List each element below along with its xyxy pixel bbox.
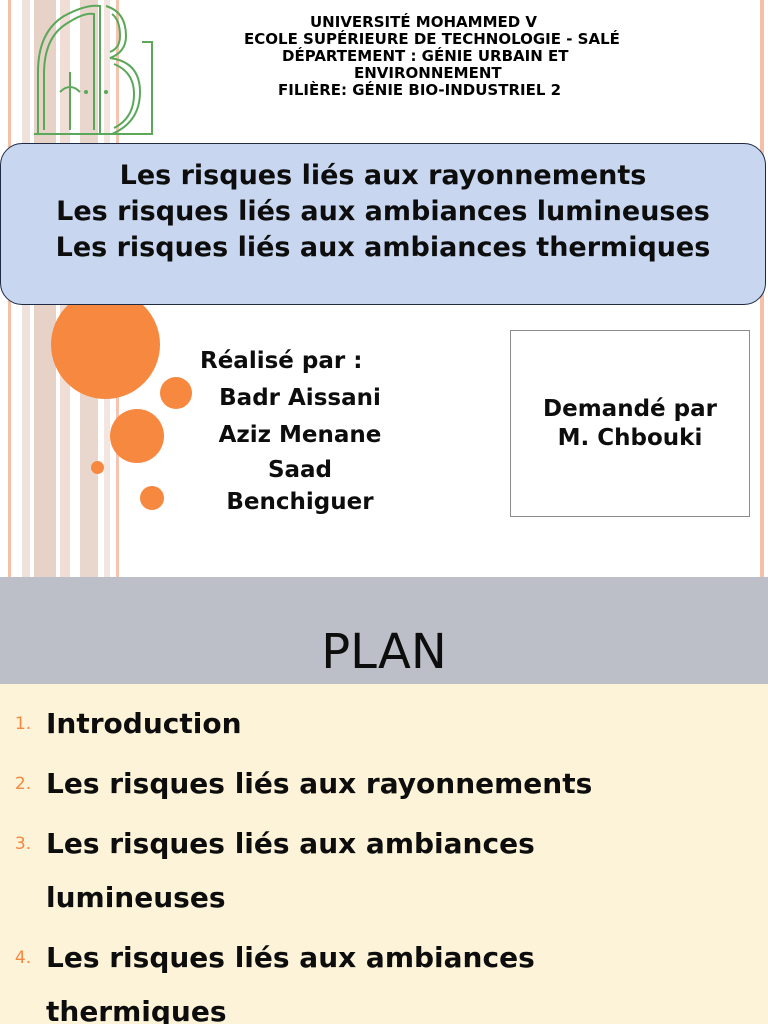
plan-item-number: 1.	[14, 714, 32, 734]
plan-item-number: 4.	[14, 948, 32, 968]
authors-block: Réalisé par : Badr Aissani Aziz Menane S…	[180, 346, 420, 518]
author-name: Aziz Menane	[218, 422, 382, 448]
decor-circle	[140, 486, 164, 510]
title-line: Les risques liés aux ambiances thermique…	[55, 232, 711, 263]
plan-title: PLAN	[321, 624, 447, 680]
plan-item-line: lumineuses	[46, 881, 226, 914]
plan-item-number: 2.	[14, 774, 32, 794]
plan-item-text: Introduction	[46, 707, 242, 740]
department-line-1: DÉPARTEMENT : GÉNIE URBAIN ET	[282, 47, 569, 65]
department-line-2: ENVIRONNEMENT	[354, 64, 502, 82]
plan-item: 2. Les risques liés aux rayonnements	[0, 757, 768, 811]
plan-item-line: thermiques	[46, 995, 227, 1024]
author-name: Saad	[267, 457, 333, 483]
plan-list: 1. Introduction 2. Les risques liés aux …	[0, 697, 768, 1024]
title-line: Les risques liés aux ambiances lumineuse…	[56, 196, 710, 227]
requested-by-name: M. Chbouki	[557, 424, 703, 451]
plan-item: 4. Les risques liés aux ambiances thermi…	[0, 931, 768, 1024]
decor-circle	[91, 461, 104, 474]
plan-item-number: 3.	[14, 834, 32, 854]
title-slide: UNIVERSITÉ MOHAMMED V ECOLE SUPÉRIEURE D…	[0, 0, 768, 577]
plan-item-text: Les risques liés aux ambiances thermique…	[46, 931, 666, 1024]
title-box: Les risques liés aux rayonnements Les ri…	[0, 143, 766, 305]
decor-circle	[110, 409, 164, 463]
plan-slide: PLAN 1. Introduction 2. Les risques liés…	[0, 577, 768, 1024]
author-name: Badr Aissani	[219, 385, 381, 411]
plan-item-text: Les risques liés aux rayonnements	[46, 767, 593, 800]
plan-item-line: Les risques liés aux ambiances	[46, 941, 535, 974]
authors-label: Réalisé par :	[200, 348, 363, 374]
plan-item: 1. Introduction	[0, 697, 768, 751]
requested-by-label: Demandé par	[543, 395, 717, 422]
plan-item: 3. Les risques liés aux ambiances lumine…	[0, 817, 768, 925]
decor-circle	[51, 290, 160, 399]
plan-item-text: Les risques liés aux ambiances lumineuse…	[46, 817, 666, 925]
program-name: FILIÈRE: GÉNIE BIO-INDUSTRIEL 2	[278, 81, 562, 99]
plan-header-band: PLAN	[0, 577, 768, 684]
institution-header: UNIVERSITÉ MOHAMMED V ECOLE SUPÉRIEURE D…	[200, 14, 760, 99]
requested-by-box: Demandé par M. Chbouki	[510, 330, 750, 517]
author-name: Benchiguer	[226, 489, 374, 515]
title-line: Les risques liés aux rayonnements	[119, 160, 647, 191]
university-name: UNIVERSITÉ MOHAMMED V	[310, 13, 538, 31]
plan-item-line: Les risques liés aux ambiances	[46, 827, 535, 860]
school-name: ECOLE SUPÉRIEURE DE TECHNOLOGIE - SALÉ	[244, 30, 620, 48]
decor-circle	[160, 377, 192, 409]
university-logo	[34, 4, 153, 135]
